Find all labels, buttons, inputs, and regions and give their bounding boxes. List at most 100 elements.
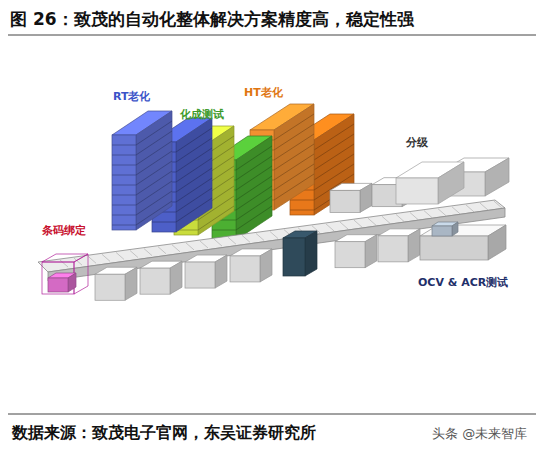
shelf-line — [176, 138, 212, 162]
shelf-line — [112, 215, 136, 216]
shelf-line — [112, 165, 136, 166]
block-front — [140, 268, 170, 294]
block-front — [378, 236, 408, 262]
shelf-line — [236, 206, 272, 230]
conveyor-roller — [60, 260, 68, 267]
shelf-line — [152, 222, 176, 223]
conveyor-roller — [130, 251, 138, 258]
loading-machine — [230, 249, 272, 282]
shelf-line — [314, 134, 354, 160]
shelf-line — [290, 210, 314, 211]
shelf-line — [112, 185, 136, 186]
shelf-line — [136, 171, 172, 195]
block-front — [95, 274, 125, 300]
loading-machine — [140, 261, 182, 294]
shelf-line — [236, 186, 272, 210]
shelf-line — [176, 168, 212, 192]
conveyor-roller — [480, 203, 488, 210]
conveyor-roller — [88, 256, 96, 263]
shelf-line — [176, 198, 212, 222]
transfer-machine — [330, 183, 372, 212]
shelf-line — [314, 154, 354, 180]
conveyor-side — [48, 208, 505, 281]
loading-machine — [185, 255, 227, 288]
loading-machine — [335, 235, 377, 268]
conveyor-roller — [242, 235, 250, 242]
block-side — [438, 162, 464, 204]
shelf-line — [274, 134, 314, 160]
shelf-line — [176, 128, 212, 152]
conveyor-roller — [340, 222, 348, 229]
block-side — [176, 118, 212, 232]
conveyor-roller — [354, 220, 362, 227]
shelf-line — [136, 191, 172, 215]
conveyor-roller — [214, 239, 222, 246]
watermark: 头条 @未来智库 — [432, 426, 527, 442]
conveyor-roller — [256, 233, 264, 240]
shelf-line — [112, 175, 136, 176]
conveyor-roller — [144, 249, 152, 256]
block-side — [170, 261, 182, 294]
block-side — [485, 158, 509, 196]
block-front — [48, 278, 68, 292]
shelf-line — [274, 114, 314, 140]
part-label: RT老化 — [113, 90, 150, 103]
barcode-station — [42, 254, 88, 294]
shelf-line — [212, 230, 236, 231]
shelf-line — [236, 176, 272, 200]
conveyor-roller — [368, 218, 376, 225]
shelf-line — [274, 144, 314, 170]
conveyor-roller — [326, 224, 334, 231]
part-label: HT老化 — [244, 86, 283, 99]
part-label: 化成测试 — [180, 108, 224, 121]
shelf-line — [236, 166, 272, 190]
source-caption: 数据来源：致茂电子官网，东吴证券研究所 — [12, 423, 316, 442]
shelf-line — [136, 141, 172, 165]
lift-unit — [283, 231, 317, 276]
shelf-line — [112, 195, 136, 196]
conveyor-roller — [410, 213, 418, 220]
conveyor-roller — [102, 254, 110, 261]
conveyor-roller — [424, 211, 432, 218]
caption-rule — [8, 414, 536, 415]
conveyor-roller — [200, 241, 208, 248]
block-front — [432, 226, 452, 236]
block-front — [283, 238, 305, 276]
shelf-line — [314, 144, 354, 170]
loading-machine — [378, 229, 420, 262]
conveyor-roller — [494, 201, 502, 208]
block-front — [396, 178, 438, 204]
shelf-line — [136, 121, 172, 145]
conveyor-roller — [396, 214, 404, 221]
conveyor-roller — [452, 207, 460, 214]
grading-machine — [396, 162, 464, 204]
block-side — [136, 111, 172, 230]
shelf-line — [136, 131, 172, 155]
block-side — [236, 136, 272, 240]
shelf-line — [236, 156, 272, 180]
block-side — [260, 249, 272, 282]
block-front — [230, 256, 260, 282]
shelf-line — [112, 225, 136, 226]
block-front — [335, 242, 365, 268]
conveyor-roller — [438, 209, 446, 216]
shelf-line — [176, 158, 212, 182]
conveyor-roller — [228, 237, 236, 244]
block-side — [215, 255, 227, 288]
block-side — [360, 183, 372, 212]
block-front — [420, 236, 488, 260]
shelf-line — [236, 196, 272, 220]
shelf-line — [112, 145, 136, 146]
block-side — [305, 231, 317, 276]
block-side — [68, 273, 76, 292]
shelf-line — [136, 161, 172, 185]
shelf-line — [274, 174, 314, 200]
shelf-line — [290, 200, 314, 201]
block-side — [365, 235, 377, 268]
shelf-line — [112, 155, 136, 156]
conveyor-roller — [270, 232, 278, 239]
conveyor-roller — [382, 216, 390, 223]
ocv-acr-probe — [432, 222, 458, 236]
conveyor-roller — [186, 243, 194, 250]
block-front — [330, 190, 360, 212]
